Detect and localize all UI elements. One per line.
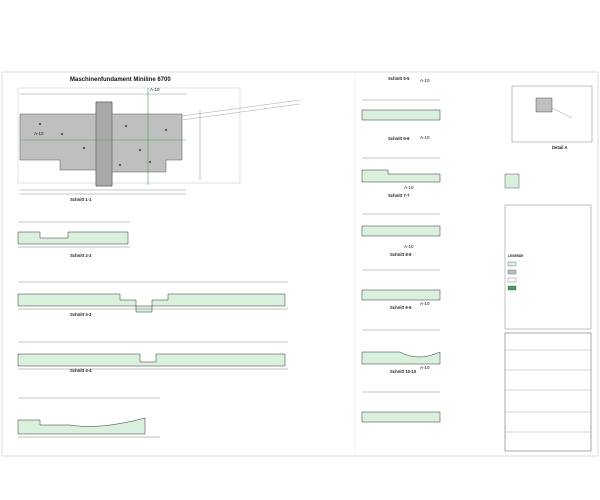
detail-block xyxy=(535,97,553,113)
section-label: Schnitt 3-3 xyxy=(70,312,92,317)
legend-swatch xyxy=(507,261,517,267)
axis-tag: A-10 xyxy=(420,365,430,370)
axis-tag: A-10 xyxy=(420,78,430,83)
detail-a xyxy=(511,85,593,143)
section-7-7 xyxy=(361,213,441,237)
section-3-3 xyxy=(17,341,288,370)
anchor-point xyxy=(139,149,141,151)
section-label: Schnitt 9-9 xyxy=(390,305,412,310)
anchor-point xyxy=(83,147,85,149)
anchor-point xyxy=(165,129,167,131)
concrete-profile xyxy=(17,353,286,367)
anchor-point xyxy=(125,125,127,127)
section-6-6 xyxy=(361,157,441,183)
legend-swatch xyxy=(507,285,517,291)
plan-pit xyxy=(95,101,113,187)
axis-tag: A-10 xyxy=(420,135,430,140)
section-4-4 xyxy=(17,397,160,438)
section-label: Schnitt 6-6 xyxy=(388,136,410,141)
concrete-profile xyxy=(17,293,286,313)
title-block xyxy=(504,332,592,452)
anchor-point xyxy=(149,161,151,163)
plan-zone-label: A-10 xyxy=(150,87,160,92)
plan-grid-box xyxy=(17,87,241,184)
plan-zone-label: A-10 xyxy=(34,131,44,136)
outer-frame xyxy=(1,71,599,457)
anchor-point xyxy=(39,123,41,125)
legend-swatch xyxy=(504,173,520,189)
concrete-profile xyxy=(361,225,441,237)
anchor-point xyxy=(61,133,63,135)
concrete-profile xyxy=(361,289,441,301)
section-1-1 xyxy=(17,221,130,248)
detail-title: Detail A xyxy=(552,145,568,150)
section-8-8 xyxy=(361,269,441,301)
legend-box xyxy=(504,204,592,330)
anchor-point xyxy=(119,164,121,166)
section-label: Schnitt 10-10 xyxy=(390,369,417,374)
axis-tag: A-10 xyxy=(404,244,414,249)
section-9-9 xyxy=(361,329,441,365)
legend-swatch xyxy=(507,269,517,275)
section-label: Schnitt 4-4 xyxy=(70,368,92,373)
section-2-2 xyxy=(17,281,288,313)
detail-frame xyxy=(511,85,593,143)
plan-leader-2 xyxy=(181,103,301,121)
concrete-profile xyxy=(361,109,441,121)
axis-tag: A-10 xyxy=(420,301,430,306)
concrete-profile xyxy=(361,411,441,423)
concrete-profile xyxy=(17,417,146,435)
legend-title: LEGENDE xyxy=(508,254,524,258)
legend-block xyxy=(504,173,592,452)
section-label: Schnitt 1-1 xyxy=(70,197,92,202)
section-label: Schnitt 2-2 xyxy=(70,253,92,258)
section-10-10 xyxy=(361,391,441,423)
section-label: Schnitt 8-8 xyxy=(390,252,412,257)
plan-leader xyxy=(181,99,301,117)
plan-view xyxy=(17,87,301,195)
drawing-title: Maschinenfundament Miniline 6700 xyxy=(70,77,171,83)
legend-swatch xyxy=(507,277,517,283)
concrete-profile xyxy=(361,351,441,365)
axis-tag: A-10 xyxy=(404,185,414,190)
concrete-profile xyxy=(361,169,441,183)
detail-leader xyxy=(551,107,573,119)
concrete-profile xyxy=(17,231,129,245)
section-label: Schnitt 7-7 xyxy=(388,193,410,198)
section-5-5 xyxy=(361,99,441,121)
section-label: Schnitt 5-5 xyxy=(388,76,410,81)
